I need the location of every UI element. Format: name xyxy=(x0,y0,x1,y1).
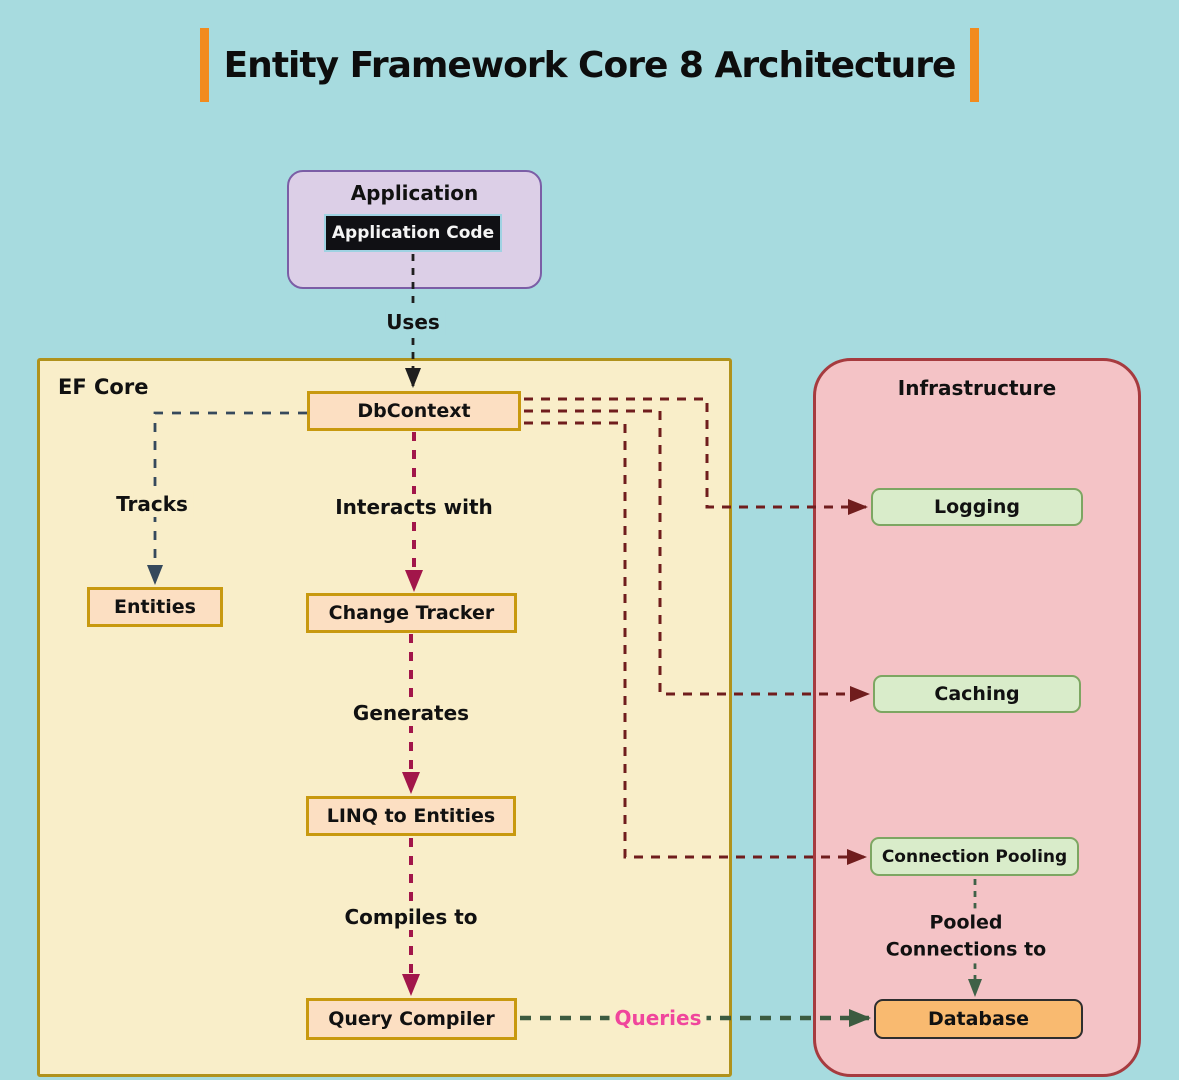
node-change-tracker: Change Tracker xyxy=(306,593,517,633)
node-connection-pooling: Connection Pooling xyxy=(870,837,1079,876)
ef-core-group-label: EF Core xyxy=(58,375,149,399)
edge-label-generates: Generates xyxy=(347,700,475,726)
node-entities: Entities xyxy=(87,587,223,627)
page-title-row: Entity Framework Core 8 Architecture xyxy=(0,26,1179,104)
node-dbcontext: DbContext xyxy=(307,391,521,431)
node-caching: Caching xyxy=(873,675,1081,713)
infrastructure-group-label: Infrastructure xyxy=(897,376,1057,400)
edge-label-tracks: Tracks xyxy=(111,491,193,517)
edge-label-pooled-connections: Pooled Connections to xyxy=(875,908,1057,964)
node-logging: Logging xyxy=(871,488,1083,526)
edge-label-interacts-with: Interacts with xyxy=(330,494,498,520)
title-accent-bar-left xyxy=(199,28,209,102)
edge-label-uses: Uses xyxy=(381,309,445,335)
node-application-code: Application Code xyxy=(324,214,502,252)
node-query-compiler: Query Compiler xyxy=(306,998,517,1040)
node-database: Database xyxy=(874,999,1083,1039)
title-accent-bar-right xyxy=(970,28,980,102)
application-group-label: Application xyxy=(350,181,479,205)
infrastructure-group xyxy=(813,358,1141,1077)
page-title: Entity Framework Core 8 Architecture xyxy=(223,44,957,86)
node-linq-to-entities: LINQ to Entities xyxy=(306,796,516,836)
edge-label-queries: Queries xyxy=(609,1005,707,1031)
edge-label-compiles-to: Compiles to xyxy=(339,904,483,930)
